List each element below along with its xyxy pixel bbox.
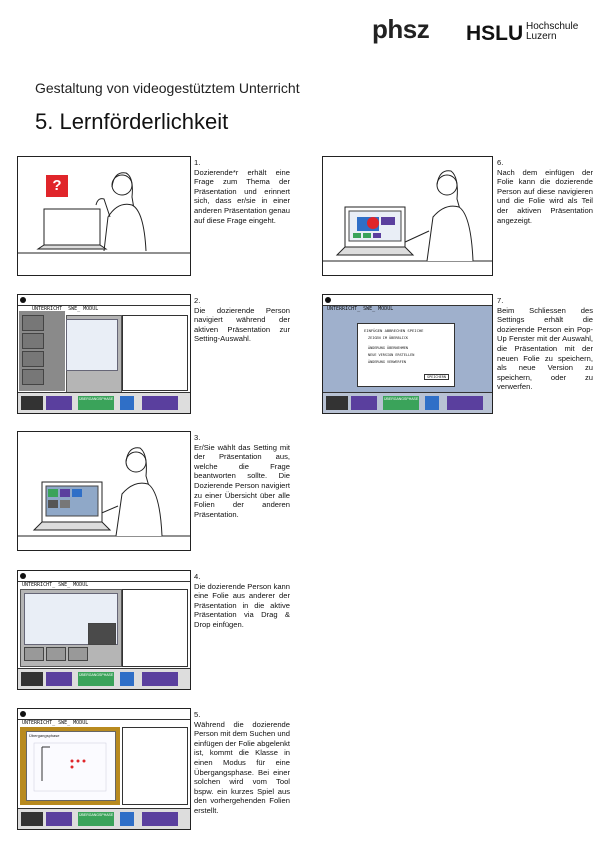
active-slide [66, 319, 118, 371]
page-title: 5. Lernförderlichkeit [35, 109, 229, 134]
timeline-bar: ÜBERGANGSPHASE [18, 668, 190, 689]
timeline-bar: ÜBERGANGSPHASE [18, 392, 190, 413]
notes-panel [122, 589, 188, 667]
timeline-chip-4[interactable] [425, 396, 439, 410]
timeline-chip-4[interactable] [120, 396, 134, 410]
sidebar-setting-1[interactable] [22, 315, 44, 331]
popup-title: EINFÜGEN ABBRECHEN SPEICHE [364, 328, 424, 333]
step-5-number: 5. [194, 710, 201, 719]
hslu-logo-subtitle: Hochschule Luzern [526, 22, 578, 42]
sidebar-setting-2[interactable] [22, 333, 44, 349]
step-6-text: Nach dem einfügen der Folie kann die doz… [497, 167, 593, 225]
step-1-number: 1. [194, 158, 201, 167]
dragged-slide[interactable] [88, 623, 116, 645]
step-6-number: 6. [497, 158, 504, 167]
popup-option-1[interactable]: ZEIGEN IM ÜBERBLICK [368, 336, 409, 340]
step-5-text: Während die dozierende Person mit dem Su… [194, 719, 290, 815]
notes-panel [122, 315, 188, 391]
timeline-chip-4[interactable] [120, 812, 134, 826]
step-3-illustration [17, 431, 191, 551]
ui-top-bar [323, 295, 492, 306]
step-4-number: 4. [194, 572, 201, 581]
hslu-logo: HSLU [466, 22, 524, 45]
timeline-chip-3[interactable]: ÜBERGANGSPHASE [78, 672, 114, 686]
ui-logo-dot [20, 297, 26, 303]
timeline-chip-3[interactable]: ÜBERGANGSPHASE [78, 396, 114, 410]
ui-breadcrumb: UNTERRICHT_ SWE_ MODUL [22, 720, 89, 726]
presenter-inserted-slide-drawing [323, 170, 492, 262]
step-3-text: Er/Sie wählt das Setting mit der Präsent… [194, 442, 290, 519]
timeline-chip-1[interactable] [21, 812, 43, 826]
step-4-text: Die dozierende Person kann eine Folie au… [194, 581, 290, 629]
sidebar-setting-3[interactable] [22, 351, 44, 367]
popup-save-button[interactable]: SPEICHERN [424, 374, 449, 380]
step-3-number: 3. [194, 433, 201, 442]
timeline-chip-4[interactable] [120, 672, 134, 686]
timeline-chip-2[interactable] [46, 812, 72, 826]
slide-thumb-1[interactable] [24, 647, 44, 661]
timeline-chip-3[interactable]: ÜBERGANGSPHASE [383, 396, 419, 410]
transition-game-sketch [33, 742, 107, 792]
hslu-logo-sub2: Luzern [526, 31, 557, 42]
save-popup[interactable]: EINFÜGEN ABBRECHEN SPEICHE ZEIGEN IM ÜBE… [357, 323, 455, 387]
ui-breadcrumb: UNTERRICHT_ SWE_ MODUL [22, 582, 89, 588]
popup-option-4[interactable]: ÄNDERUNG VERWERFEN [368, 360, 406, 364]
step-3-description: 3. Er/Sie wählt das Setting mit der Präs… [194, 433, 290, 519]
slide-thumb-2[interactable] [46, 647, 66, 661]
ui-logo-dot [325, 297, 331, 303]
transition-label: Übergangsphase [29, 733, 60, 738]
sidebar-setting-4[interactable] [22, 369, 44, 385]
ui-breadcrumb: UNTERRICHT_ SWE_ MODUL [327, 306, 394, 312]
step-1-text: Dozierende*r erhält eine Frage zum Thema… [194, 167, 290, 225]
ui-top-bar [18, 709, 190, 720]
step-1-illustration: ? [17, 156, 191, 276]
step-7-number: 7. [497, 296, 504, 305]
timeline-chip-2[interactable] [46, 672, 72, 686]
ui-logo-dot [20, 711, 26, 717]
ui-breadcrumb: UNTERRICHT_ SWE_ MODUL [32, 306, 99, 312]
step-7-description: 7. Beim Schliessen des Settings erhält d… [497, 296, 593, 392]
timeline-chip-5[interactable] [142, 396, 178, 410]
timeline-chip-5[interactable] [142, 812, 178, 826]
popup-option-2[interactable]: ÄNDERUNG ÜBERNEHMEN [368, 346, 409, 350]
timeline-bar: ÜBERGANGSPHASE [18, 808, 190, 829]
timeline-chip-5[interactable] [447, 396, 483, 410]
step-1-description: 1. Dozierende*r erhält eine Frage zum Th… [194, 158, 290, 225]
step-5-illustration: UNTERRICHT_ SWE_ MODUL Übergangsphase ÜB… [17, 708, 191, 830]
step-5-description: 5. Während die dozierende Person mit dem… [194, 710, 290, 816]
step-2-text: Die dozierende Person navigiert während … [194, 305, 290, 344]
presenter-question-drawing [18, 172, 190, 254]
step-2-description: 2. Die dozierende Person navigiert währe… [194, 296, 290, 344]
timeline-chip-3[interactable]: ÜBERGANGSPHASE [78, 812, 114, 826]
page-subtitle: Gestaltung von videogestütztem Unterrich… [35, 80, 300, 96]
step-7-illustration: UNTERRICHT_ SWE_ MODUL EINFÜGEN ABBRECHE… [322, 294, 493, 414]
timeline-chip-5[interactable] [142, 672, 178, 686]
timeline-chip-1[interactable] [21, 396, 43, 410]
notes-panel [122, 727, 188, 805]
ui-top-bar [18, 571, 190, 582]
hslu-logo-sub1: Hochschule [526, 21, 579, 32]
ui-logo-dot [20, 573, 26, 579]
step-2-illustration: UNTERRICHT_ SWE_ MODUL ÜBERGANGSPHASE [17, 294, 191, 414]
phsz-logo: phsz [372, 14, 430, 44]
step-7-text: Beim Schliessen des Settings erhält die … [497, 305, 593, 392]
timeline-chip-2[interactable] [351, 396, 377, 410]
popup-option-3[interactable]: NEUE VERSION ERSTELLEN [368, 353, 415, 357]
step-4-description: 4. Die dozierende Person kann eine Folie… [194, 572, 290, 630]
slide-thumb-3[interactable] [68, 647, 88, 661]
question-bubble: ? [46, 175, 68, 197]
step-6-description: 6. Nach dem einfügen der Folie kann die … [497, 158, 593, 225]
step-2-number: 2. [194, 296, 201, 305]
step-6-illustration [322, 156, 493, 276]
timeline-chip-1[interactable] [21, 672, 43, 686]
timeline-chip-2[interactable] [46, 396, 72, 410]
timeline-chip-1[interactable] [326, 396, 348, 410]
ui-top-bar [18, 295, 190, 306]
timeline-bar: ÜBERGANGSPHASE [323, 392, 492, 413]
step-4-illustration: UNTERRICHT_ SWE_ MODUL ÜBERGANGSPHASE [17, 570, 191, 690]
presenter-overview-drawing [18, 447, 190, 537]
